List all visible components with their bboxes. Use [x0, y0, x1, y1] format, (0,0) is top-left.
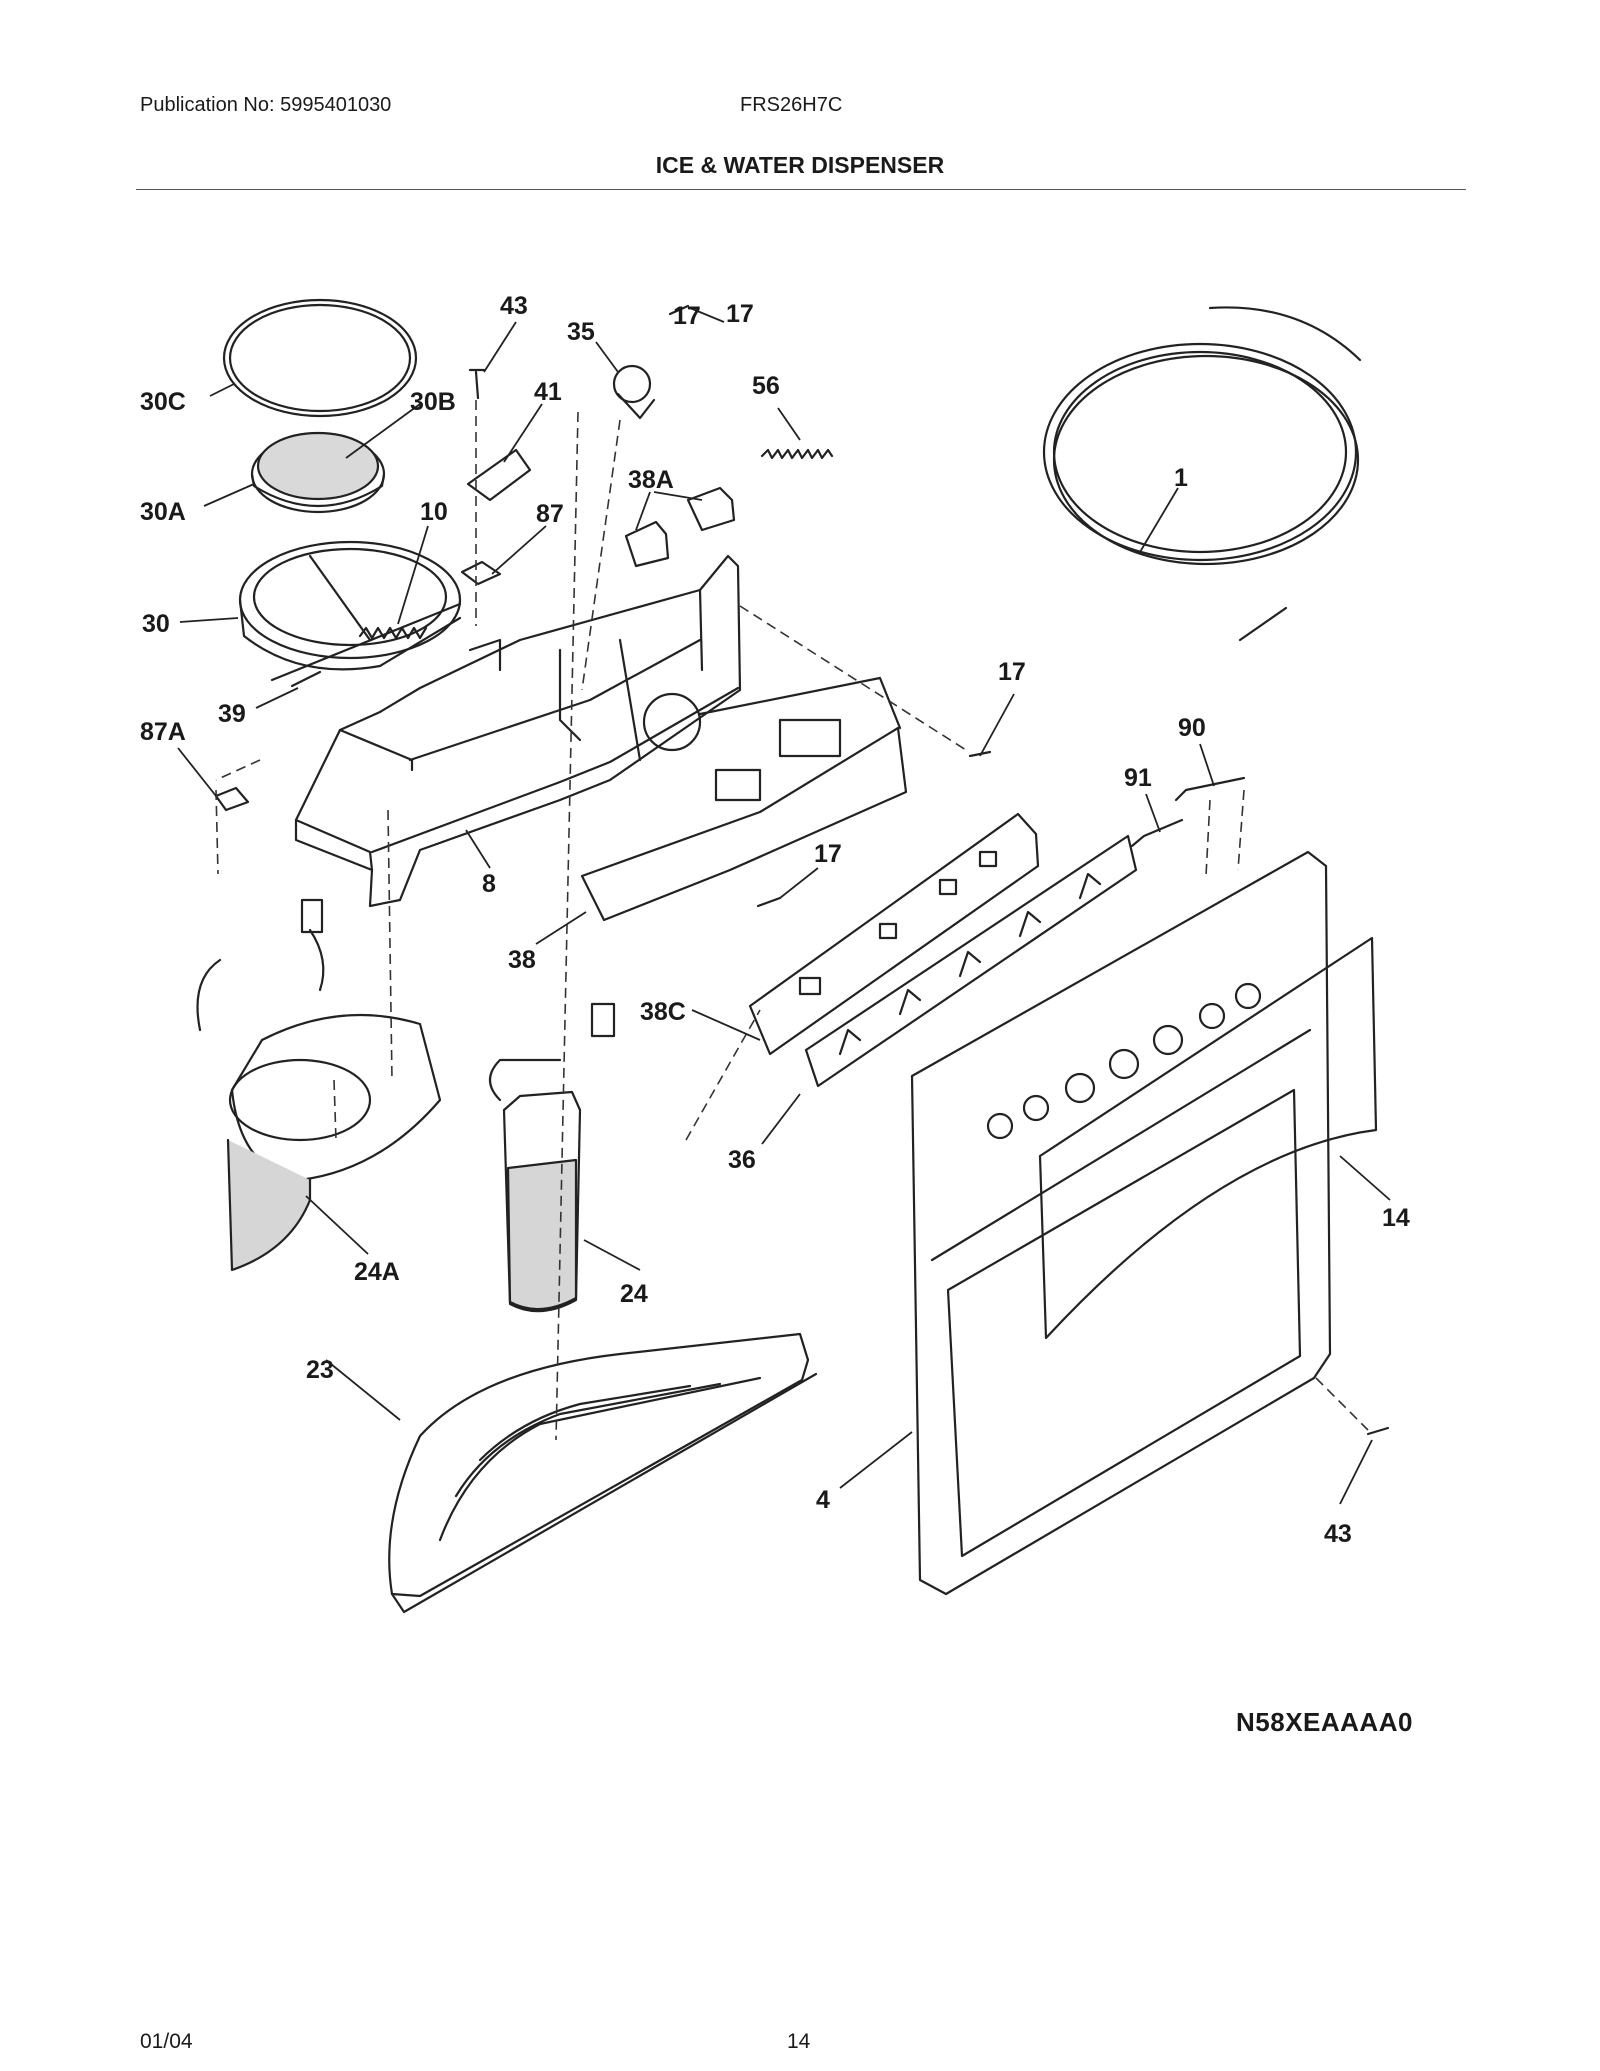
callout-leader-lines [177, 307, 1391, 1505]
callout-38a: 38A [628, 466, 674, 494]
callout-87: 87 [536, 500, 564, 528]
part-36-actuator-bar [804, 834, 1138, 1088]
part-14-overlay [1038, 936, 1378, 1340]
screw-17-motor [668, 304, 690, 316]
screw-17-board [968, 750, 992, 758]
callout-24: 24 [620, 1280, 648, 1308]
part-10-spring [358, 626, 428, 640]
part-87a-clip [214, 786, 250, 812]
callout-4: 4 [816, 1486, 830, 1514]
callout-30: 30 [142, 610, 170, 638]
callout-30a: 30A [140, 498, 186, 526]
callout-14: 14 [1382, 1204, 1410, 1232]
callout-30c: 30C [140, 388, 186, 416]
footer-date: 01/04 [140, 2030, 193, 2053]
header-rule [136, 189, 1466, 190]
callout-41: 41 [534, 378, 562, 406]
part-4-front-panel [910, 850, 1332, 1596]
screw-17-38c [756, 896, 782, 908]
callout-8: 8 [482, 870, 496, 898]
assembly-guide-lines [215, 400, 1369, 1441]
callout-56: 56 [752, 372, 780, 400]
part-90-pin [1174, 776, 1246, 802]
callout-17c: 17 [998, 658, 1026, 686]
callout-17b: 17 [673, 302, 701, 330]
part-39-rod [290, 670, 322, 688]
callout-35: 35 [567, 318, 595, 346]
part-41-bracket [466, 448, 532, 502]
callout-43: 43 [500, 292, 528, 320]
screw-43-top [468, 368, 486, 400]
callout-17d: 17 [814, 840, 842, 868]
callout-30b: 30B [410, 388, 456, 416]
part-38c-board [748, 812, 1040, 1056]
part-30a-filter-disc [250, 431, 386, 514]
part-24-chute [488, 1002, 616, 1313]
part-35-motor [612, 364, 656, 420]
part-1-water-tubing [1042, 306, 1362, 642]
callout-38c: 38C [640, 998, 686, 1026]
part-38-control-board [580, 676, 908, 922]
part-56-spring [760, 448, 834, 460]
callout-91: 91 [1124, 764, 1152, 792]
part-8-dispenser-housing [294, 554, 742, 908]
model-number: FRS26H7C [740, 94, 843, 116]
callout-1: 1 [1174, 464, 1188, 492]
callout-87a: 87A [140, 718, 186, 746]
callout-43b: 43 [1324, 1520, 1352, 1548]
part-91-pin [1130, 818, 1184, 848]
callout-24a: 24A [354, 1258, 400, 1286]
callout-17: 17 [726, 300, 754, 328]
part-30-duct-ring [238, 540, 462, 682]
callout-36: 36 [728, 1146, 756, 1174]
callout-23: 23 [306, 1356, 334, 1384]
publication-number: Publication No: 5995401030 [140, 94, 392, 116]
page-number: 14 [787, 2030, 811, 2053]
part-23-drip-tray [388, 1332, 818, 1614]
screw-43-bottom [1366, 1426, 1390, 1436]
callout-90: 90 [1178, 714, 1206, 742]
figure-code: N58XEAAAA0 [1236, 1707, 1413, 1737]
part-24a-chute [196, 898, 442, 1272]
part-30c-gasket [222, 298, 418, 418]
part-38a-switches [624, 486, 736, 568]
callout-39: 39 [218, 700, 246, 728]
callout-38: 38 [508, 946, 536, 974]
section-title: ICE & WATER DISPENSER [655, 152, 945, 178]
callout-10: 10 [420, 498, 448, 526]
